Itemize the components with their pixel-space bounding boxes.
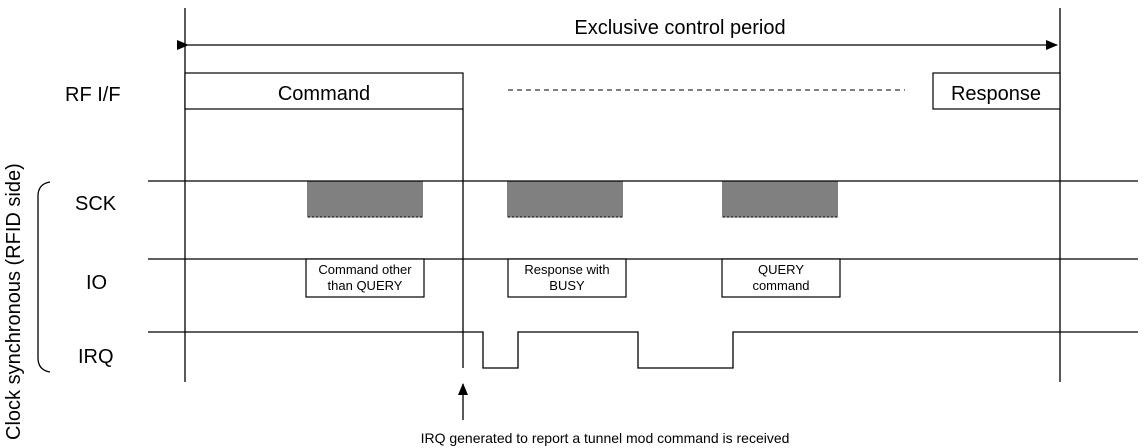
irq-note: IRQ generated to report a tunnel mod com… [421, 430, 790, 446]
io-box-2 [507, 258, 627, 298]
side-bracket [37, 181, 51, 373]
rf-command-box [184, 72, 464, 110]
io-box-3-line1: QUERY [758, 262, 804, 277]
rf-response-label: Response [951, 83, 1041, 105]
io-box-2-line2: BUSY [549, 278, 585, 293]
period-label: Exclusive control period [574, 17, 785, 39]
row-label-sck: SCK [75, 193, 117, 215]
io-box-3 [721, 258, 841, 298]
sck-clock-pulses [722, 180, 839, 218]
sck-clock-pulses [307, 180, 424, 218]
io-box-3-line2: command [752, 278, 809, 293]
rf-command-label: Command [278, 83, 370, 105]
io-box-1-line1: Command other [318, 262, 412, 277]
io-box-1 [305, 258, 425, 298]
rf-response-box [932, 72, 1061, 110]
row-label-irq: IRQ [78, 346, 114, 368]
side-label: Clock synchronous (RFID side) [3, 163, 25, 440]
io-box-2-line1: Response with [524, 262, 609, 277]
sck-burst-2 [507, 180, 624, 218]
row-label-io: IO [86, 272, 107, 294]
sck-burst-1 [307, 180, 424, 218]
io-box-1-line2: than QUERY [328, 278, 403, 293]
row-label-rf: RF I/F [65, 84, 121, 106]
sck-clock-pulses [507, 180, 624, 218]
sck-burst-3 [722, 180, 839, 218]
irq-waveform [148, 331, 1138, 369]
